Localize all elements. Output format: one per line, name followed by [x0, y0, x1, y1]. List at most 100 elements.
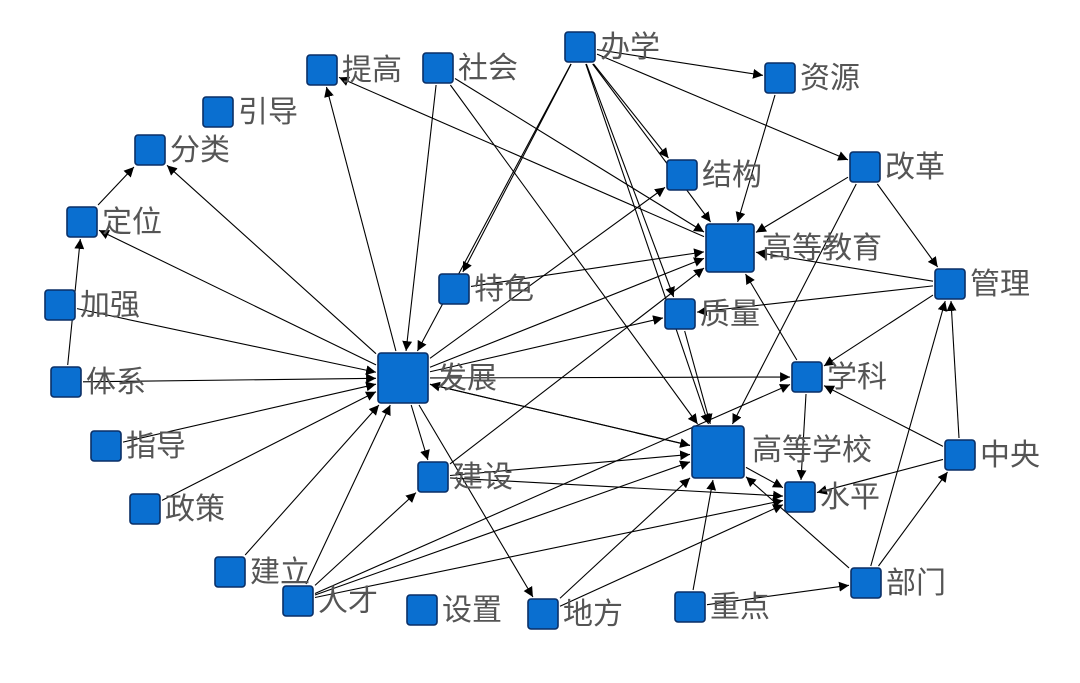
node-gaodengxuexiao[interactable]: [691, 425, 745, 479]
node-yindao[interactable]: [202, 96, 234, 128]
label-zhengce: 政策: [165, 493, 225, 526]
node-gaige[interactable]: [849, 151, 881, 183]
node-jianshe[interactable]: [417, 461, 449, 493]
label-layer: 办学资源提高社会引导分类结构改革定位高等教育加强特色管理质量发展体系学科高等学校…: [80, 31, 1040, 631]
edge-guanli-to-zhiliang: [696, 285, 934, 316]
label-ziyuan: 资源: [800, 62, 860, 95]
label-zhidao: 指导: [126, 430, 186, 463]
node-layer: [44, 31, 976, 630]
label-banxue: 办学: [600, 31, 660, 64]
label-zhongyang: 中央: [980, 439, 1040, 472]
edge-dingwei-to-fenlei: [97, 166, 135, 206]
label-tigao: 提高: [342, 54, 402, 87]
edge-zhiliang-to-gaodengxuexiao: [684, 330, 713, 425]
node-zhongdian[interactable]: [674, 591, 706, 623]
label-rencai: 人才: [318, 585, 378, 618]
label-shehui: 社会: [458, 52, 518, 85]
edge-fazhan-to-jiegou: [429, 186, 666, 359]
node-fenlei[interactable]: [134, 134, 166, 166]
label-xueke: 学科: [827, 361, 887, 394]
label-jiegou: 结构: [702, 159, 762, 192]
edge-ziyuan-to-gaodengjiaoyu: [735, 94, 776, 223]
node-shezhi[interactable]: [406, 594, 438, 626]
node-shehui[interactable]: [422, 52, 454, 84]
edge-zhongdian-to-bumen: [706, 581, 850, 606]
edge-banxue-to-jiegou: [593, 63, 669, 159]
edge-shehui-to-gaodengjiaoyu: [454, 78, 705, 233]
node-xueke[interactable]: [791, 361, 823, 393]
node-jianli[interactable]: [214, 556, 246, 588]
label-tese: 特色: [474, 273, 534, 306]
edge-gaodengjiaoyu-to-tigao: [338, 76, 705, 238]
edge-difang-to-gaodengxuexiao: [559, 477, 691, 599]
edge-gaige-to-gaodengxuexiao: [731, 183, 857, 425]
label-difang: 地方: [563, 598, 623, 631]
edge-guanli-to-xueke: [823, 294, 934, 367]
edge-rencai-to-jianshe: [314, 492, 417, 586]
label-dingwei: 定位: [102, 206, 162, 239]
edge-rencai-to-gaodengxuexiao: [314, 460, 691, 596]
label-jianli: 建立: [250, 556, 310, 589]
edge-xueke-to-shuiping: [796, 393, 807, 481]
node-zhengce[interactable]: [129, 493, 161, 525]
edge-banxue-to-fazhan: [416, 63, 572, 352]
edge-jianli-to-fazhan: [244, 404, 380, 556]
node-difang[interactable]: [527, 598, 559, 630]
node-bumen[interactable]: [850, 567, 882, 599]
edge-shehui-to-gaodengxuexiao: [449, 84, 699, 425]
edge-rencai-to-xueke: [314, 383, 791, 595]
edge-jianshe-to-shuiping: [449, 477, 784, 501]
edge-xueke-to-gaodengjiaoyu: [745, 273, 798, 361]
node-zhiliang[interactable]: [664, 298, 696, 330]
edge-shehui-to-fazhan: [402, 84, 437, 352]
node-dingwei[interactable]: [66, 206, 98, 238]
label-zhongdian: 重点: [710, 591, 770, 624]
edge-jianshe-to-gaodengxuexiao: [449, 450, 691, 477]
edge-banxue-to-gaodengjiaoyu: [592, 63, 712, 223]
edge-banxue-to-gaige: [596, 53, 849, 161]
edge-guanli-to-gaodengjiaoyu: [755, 248, 934, 282]
edge-rencai-to-shuiping: [314, 497, 784, 599]
node-zhongyang[interactable]: [944, 439, 976, 471]
label-fenlei: 分类: [170, 134, 230, 167]
edge-gaodengxuexiao-to-shuiping: [745, 466, 784, 489]
label-tixi: 体系: [86, 366, 146, 399]
node-jiegou[interactable]: [666, 159, 698, 191]
label-shuiping: 水平: [820, 481, 880, 514]
edge-bumen-to-guanli: [870, 300, 948, 567]
node-ziyuan[interactable]: [764, 62, 796, 94]
label-gaige: 改革: [885, 151, 945, 184]
edge-bumen-to-gaodengxuexiao: [745, 476, 850, 569]
edge-gaige-to-gaodengjiaoyu: [755, 176, 849, 233]
edge-jiaqiang-to-fazhan: [76, 308, 377, 376]
label-zhiliang: 质量: [700, 298, 760, 331]
node-jiaqiang[interactable]: [44, 289, 76, 321]
edge-difang-to-shuiping: [559, 504, 784, 607]
node-rencai[interactable]: [282, 585, 314, 617]
edge-bumen-to-zhongyang: [878, 471, 948, 567]
label-guanli: 管理: [970, 268, 1030, 301]
label-shezhi: 设置: [442, 594, 502, 627]
node-tigao[interactable]: [306, 54, 338, 86]
edge-fazhan-to-dingwei: [98, 229, 377, 366]
edge-fazhan-to-tigao: [324, 86, 397, 352]
edge-banxue-to-zhiliang: [585, 63, 675, 298]
node-zhidao[interactable]: [90, 430, 122, 462]
edge-zhongyang-to-shuiping: [816, 458, 944, 495]
label-jianshe: 建设: [453, 461, 513, 494]
node-banxue[interactable]: [564, 31, 596, 63]
label-yindao: 引导: [238, 96, 298, 129]
node-fazhan[interactable]: [377, 352, 429, 404]
label-gaodengxuexiao: 高等学校: [752, 434, 872, 467]
node-tixi[interactable]: [50, 366, 82, 398]
node-gaodengjiaoyu[interactable]: [705, 223, 755, 273]
node-shuiping[interactable]: [784, 481, 816, 513]
edge-zhidao-to-fazhan: [122, 381, 377, 443]
node-tese[interactable]: [438, 273, 470, 305]
edge-tixi-to-fazhan: [82, 373, 377, 384]
node-guanli[interactable]: [934, 268, 966, 300]
edge-banxue-to-ziyuan: [596, 49, 764, 79]
edge-jianshe-to-gaodengjiaoyu: [449, 267, 705, 465]
